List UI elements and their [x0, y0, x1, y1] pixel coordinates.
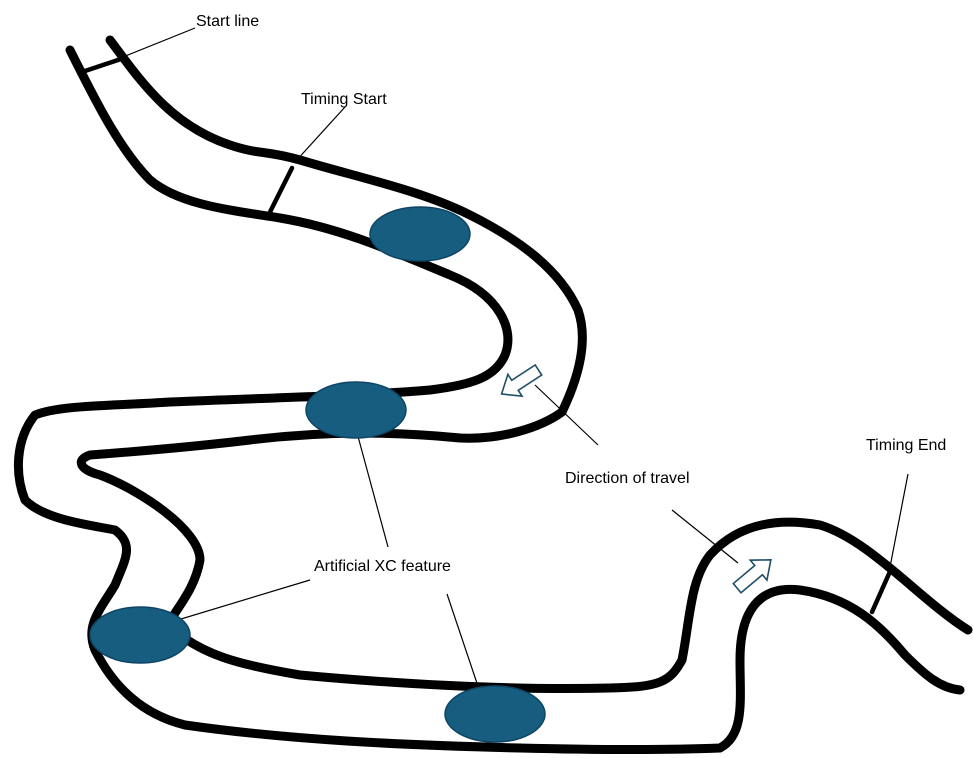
direction-arrow-icon: [732, 559, 772, 594]
track-edge-upper: [76, 35, 973, 693]
direction-arrow-icon: [500, 363, 543, 398]
xc-feature: [444, 685, 546, 743]
xc-feature: [369, 206, 471, 262]
leader-timing-start: [294, 106, 346, 163]
xc-feature: [89, 606, 191, 664]
leader-direction-arrow-2: [671, 509, 739, 564]
leader-timing-end: [889, 473, 909, 568]
direction-of-travel-label: Direction of travel: [565, 470, 690, 487]
leader-feature-1: [352, 417, 389, 548]
timing-end-label: Timing End: [866, 437, 946, 454]
track-edge-lower: [13, 45, 965, 754]
start-line-label: Start line: [196, 13, 259, 30]
timing-start-label: Timing Start: [301, 91, 387, 108]
timing-end-line: [869, 564, 895, 615]
timing-start-line: [267, 165, 295, 215]
xc-feature: [305, 381, 407, 439]
leader-direction-arrow-1: [534, 384, 599, 446]
artificial-xc-feature-label: Artificial XC feature: [314, 558, 451, 575]
leader-start-line: [102, 27, 196, 66]
